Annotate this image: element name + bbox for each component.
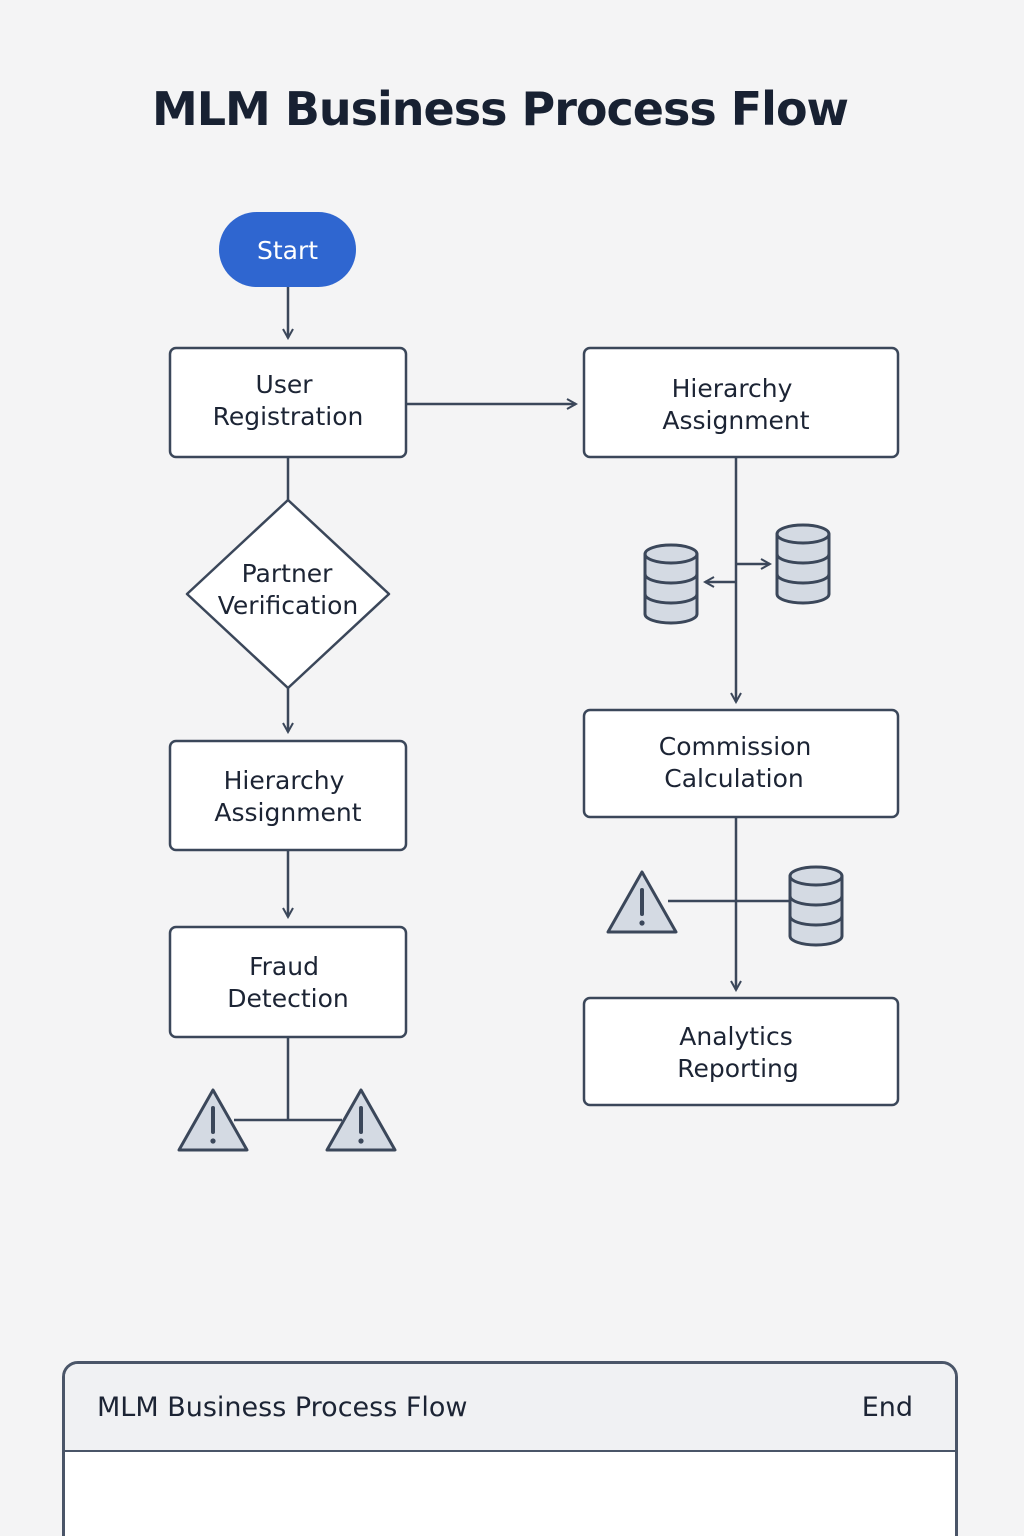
database-icon [788, 865, 844, 947]
hierarchy-assignment-right-label: Hierarchy Assignment [662, 374, 809, 435]
fraud-detection-line-2: Detection [227, 984, 348, 1013]
fraud-detection-label: Fraud Detection [227, 952, 348, 1013]
partner-verification-label: Partner Verification [218, 559, 358, 620]
page-title: MLM Business Process Flow [151, 82, 849, 136]
end-panel: MLM Business Process Flow End [62, 1361, 958, 1536]
analytics-reporting-line-2: Reporting [677, 1054, 799, 1083]
analytics-reporting-line-1: Analytics [679, 1022, 793, 1051]
commission-calculation-label: Commission Calculation [659, 732, 820, 793]
commission-calculation-node[interactable] [582, 708, 900, 819]
user-registration-node[interactable] [168, 346, 408, 459]
hierarchy-assignment-left-label: Hierarchy Assignment [214, 766, 361, 827]
partner-verification-line-2: Verification [218, 591, 358, 620]
analytics-reporting-node[interactable] [582, 996, 900, 1107]
partner-verification-decision[interactable] [185, 498, 391, 690]
hierarchy-assignment-right-line-2: Assignment [662, 406, 809, 435]
user-registration-label: User Registration [213, 370, 364, 431]
flow-diagram: Start User Registration Partner Verifica… [168, 212, 900, 1152]
panel-title: MLM Business Process Flow [97, 1391, 468, 1423]
user-registration-line-1: User [256, 370, 314, 399]
partner-verification-line-1: Partner [242, 559, 334, 588]
user-registration-line-2: Registration [213, 402, 364, 431]
hierarchy-assignment-left-node[interactable] [168, 739, 408, 852]
hierarchy-assignment-right-node[interactable] [582, 346, 900, 459]
end-label[interactable]: End [861, 1391, 913, 1423]
end-panel-body [65, 1452, 955, 1536]
warning-icon [606, 870, 678, 934]
fraud-detection-line-1: Fraud [249, 952, 319, 981]
analytics-reporting-label: Analytics Reporting [677, 1022, 801, 1083]
hierarchy-assignment-left-line-2: Assignment [214, 798, 361, 827]
commission-calculation-line-1: Commission [659, 732, 812, 761]
end-panel-header: MLM Business Process Flow End [65, 1364, 955, 1452]
hierarchy-assignment-right-line-1: Hierarchy [672, 374, 793, 403]
fraud-detection-node[interactable] [168, 925, 408, 1039]
database-icon [643, 543, 699, 625]
start-label: Start [257, 236, 318, 265]
hierarchy-assignment-left-line-1: Hierarchy [224, 766, 345, 795]
start-node[interactable] [219, 212, 356, 287]
commission-calculation-line-2: Calculation [664, 764, 803, 793]
database-icon [775, 523, 831, 605]
